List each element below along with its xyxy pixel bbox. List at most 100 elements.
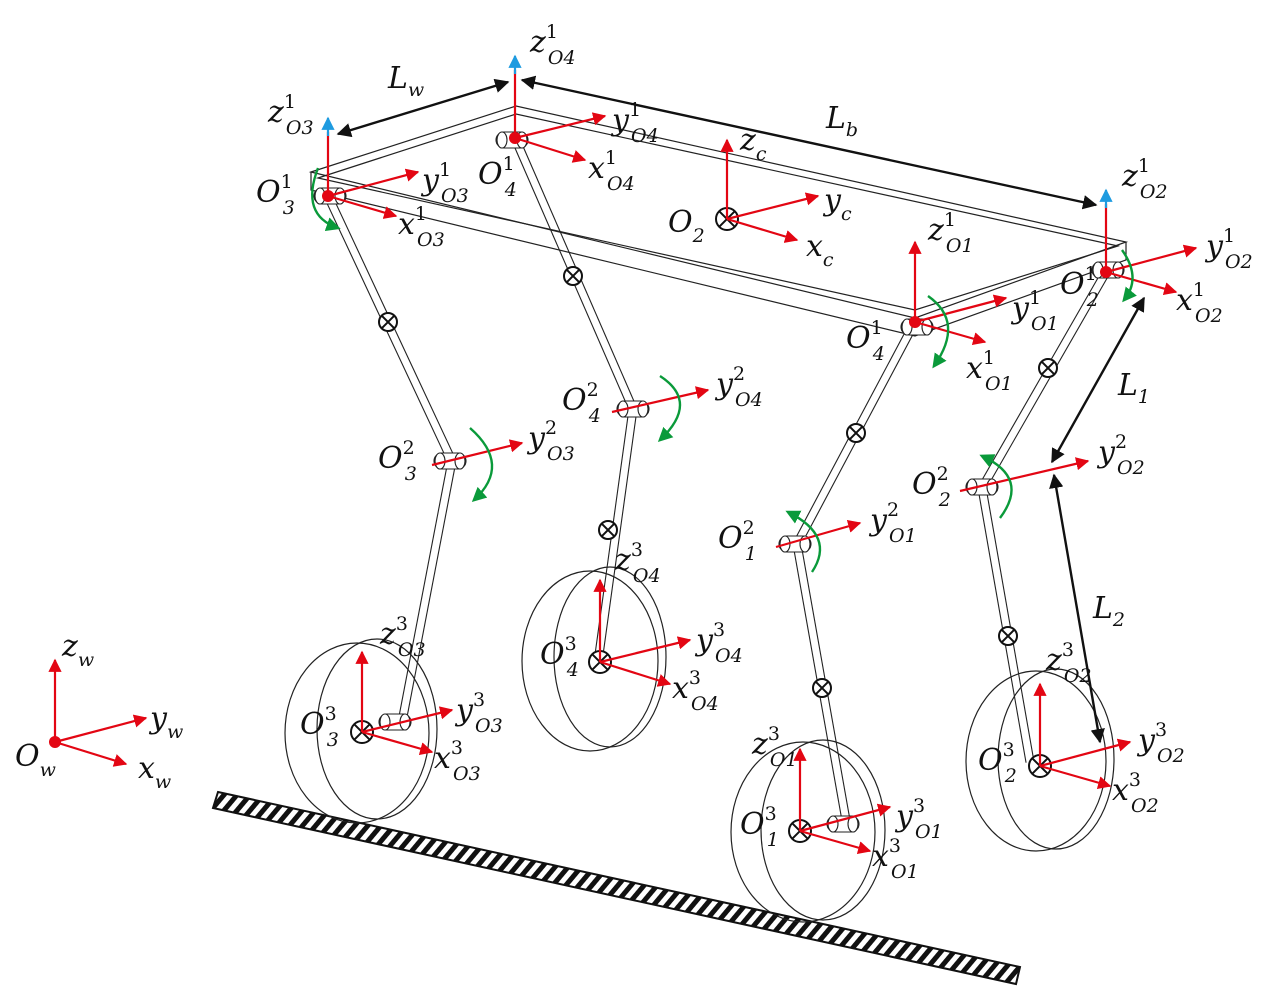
label-x-o2-3-sub: O2	[1131, 795, 1159, 817]
axis-y-o4-1	[514, 112, 607, 140]
label-y-o2-3-main: y	[1136, 723, 1156, 758]
label-z-o3-1-main: z	[267, 95, 284, 130]
label-o4-1-top-sup: 1	[503, 153, 515, 175]
label-o3-3-main: O	[300, 707, 325, 742]
labels: Lw Lb L1 L2	[387, 61, 1150, 631]
label-o4-2-sub: 4	[588, 405, 601, 427]
origin-o3-1-dot	[322, 190, 334, 202]
label-o2-1-sub: 2	[1086, 289, 1099, 311]
label-y-o1-3-sub: O1	[915, 821, 943, 843]
rotation-o4-1	[927, 295, 950, 369]
axis-y-o1-2	[775, 519, 862, 549]
label-y-o2-2-main: y	[1096, 435, 1116, 470]
label-z-o2-1-sup: 1	[1138, 155, 1150, 177]
label-o2-1-main: O	[1060, 267, 1085, 302]
label-z-o2-1-sub: O2	[1140, 181, 1168, 203]
rotation-o4-2	[657, 374, 682, 442]
wheel-o3	[284, 638, 438, 824]
label-y-o2-1-sub: O2	[1225, 251, 1253, 273]
label-o4-2-sup: 2	[587, 379, 599, 401]
label-o4-1-right-main: O	[846, 321, 871, 356]
label-z-o4-1-main: z	[529, 25, 546, 60]
label-z-w: zw	[61, 629, 94, 671]
label-y-o2-1-main: y	[1204, 229, 1224, 264]
label-y-o4-3-sub: O4	[715, 645, 743, 667]
label-lw-sub: w	[408, 79, 424, 101]
label-x-o4-3-main: x	[672, 671, 689, 706]
label-o4-2-main: O	[562, 383, 587, 418]
label-x-o1-1-sub: O1	[985, 373, 1013, 395]
label-y-o4-1-sub: O4	[631, 125, 659, 147]
label-y-o4-2-main: y	[714, 367, 734, 402]
origin-ow-dot	[49, 736, 61, 748]
origin-o1-1-dot	[909, 316, 921, 328]
label-z-o2-3-sub: O2	[1064, 665, 1092, 687]
axis-y-o1-1	[914, 294, 1008, 324]
label-o3-3-sup: 3	[325, 703, 337, 725]
label-z-o1-3-sub: O1	[770, 749, 798, 771]
label-lb-main: L	[825, 101, 846, 136]
axis-y-o2-2	[959, 457, 1090, 493]
label-o3-2-sup: 2	[403, 437, 415, 459]
label-x-o4-3-sup: 3	[689, 667, 701, 689]
label-x-o2-3-sup: 3	[1129, 769, 1141, 791]
label-z-o2-3-main: z	[1045, 643, 1062, 678]
label-y-o3-1-main: y	[420, 163, 440, 198]
label-y-o4-2-sup: 2	[733, 363, 745, 385]
rotation-arrows	[311, 167, 1137, 573]
label-x-o2-3-main: x	[1112, 773, 1129, 808]
label-y-w-main: y	[148, 701, 168, 736]
label-x-w-sub: w	[155, 771, 171, 793]
dim-lw-arrow	[336, 78, 510, 138]
label-o3-3-sub: 3	[327, 729, 339, 751]
label-o2-3-sup: 3	[1003, 739, 1015, 761]
label-x-o3-3-main: x	[434, 741, 451, 776]
label-o1-2-main: O	[718, 521, 743, 556]
label-z-o4-3-sub: O4	[633, 565, 661, 587]
label-y-o3-3-main: y	[454, 693, 474, 728]
axis-y-o2-3	[1039, 738, 1132, 768]
label-o2-2-main: O	[912, 467, 937, 502]
label-y-o3-1-sup: 1	[439, 159, 451, 181]
com-leg-o2-upper	[1038, 358, 1058, 378]
label-z-c-sub: c	[756, 143, 767, 165]
rotation-o2-1	[1121, 249, 1137, 303]
label-x-o3-1-main: x	[398, 207, 415, 242]
label-x-o2-1-sup: 1	[1193, 279, 1205, 301]
label-lb-sub: b	[846, 119, 858, 141]
label-o3-1-sup: 1	[281, 171, 293, 193]
label-z-o1-1-sub: O1	[946, 235, 974, 257]
label-z-o1-3-sup: 3	[768, 723, 780, 745]
label-x-o1-3-main: x	[872, 839, 889, 874]
label-x-o3-1-sub: O3	[417, 229, 445, 251]
rotation-o1-2	[785, 510, 822, 573]
label-y-o1-2-sub: O1	[889, 525, 917, 547]
label-o3-2-main: O	[378, 441, 403, 476]
label-o-2-main: O	[668, 205, 693, 240]
label-l2-main: L	[1092, 591, 1113, 626]
label-y-o1-3-sup: 3	[913, 795, 925, 817]
label-x-o1-3-sup: 3	[889, 835, 901, 857]
label-x-o1-1-main: x	[966, 351, 983, 386]
label-y-o4-1-sup: 1	[629, 99, 641, 121]
label-x-w: xw	[138, 751, 171, 793]
